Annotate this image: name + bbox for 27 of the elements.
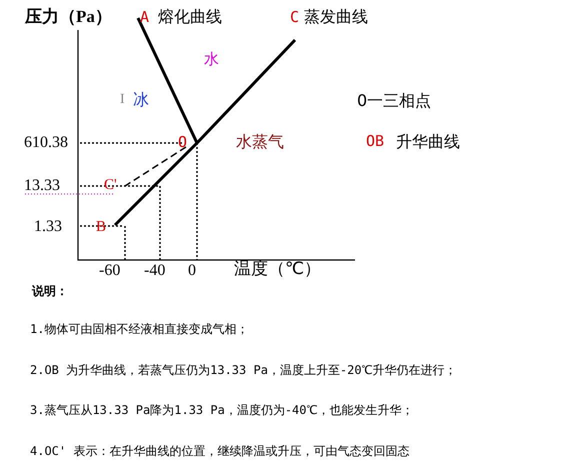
tick-label: -60 <box>99 263 120 279</box>
axis-title: 温度（℃） <box>234 261 322 278</box>
tick-label: 1.33 <box>34 219 62 235</box>
region-label: 冰 <box>133 92 149 108</box>
curve-label: 蒸发曲线 <box>304 9 368 25</box>
tick-label: 13.33 <box>24 178 60 194</box>
axis-title: 压力（Pa） <box>25 8 112 25</box>
tick-label: 610.38 <box>24 135 68 151</box>
tick-label: -40 <box>144 263 166 279</box>
legend-text: OB <box>366 134 384 149</box>
note-text: 2.OB 为升华曲线，若蒸气压仍为13.33 Pa，温度上升至-20℃升华仍在进行； <box>30 364 457 376</box>
point-label: B <box>96 220 106 235</box>
point-label: A <box>140 10 150 25</box>
tick-label: 0 <box>188 263 196 279</box>
region-label: I <box>120 93 125 107</box>
point-label: C' <box>104 178 117 193</box>
legend-text: 升华曲线 <box>396 134 460 150</box>
note-text: 1.物体可由固相不经液相直接变成气相； <box>30 323 248 335</box>
notes-heading: 说明： <box>32 285 68 297</box>
region-label: 水蒸气 <box>236 134 284 150</box>
point-label: C <box>290 10 300 25</box>
legend-text: 0一三相点 <box>357 93 432 109</box>
note-text: 4.OC' 表示：在升华曲线的位置，继续降温或升压，可由气态变回固态 <box>30 445 410 457</box>
curve-label: 熔化曲线 <box>158 9 222 25</box>
point-label: O <box>178 135 188 150</box>
region-label: 水 <box>204 52 219 67</box>
note-text: 3.蒸气压从13.33 Pa降为1.33 Pa，温度仍为-40℃，也能发生升华； <box>30 404 414 416</box>
